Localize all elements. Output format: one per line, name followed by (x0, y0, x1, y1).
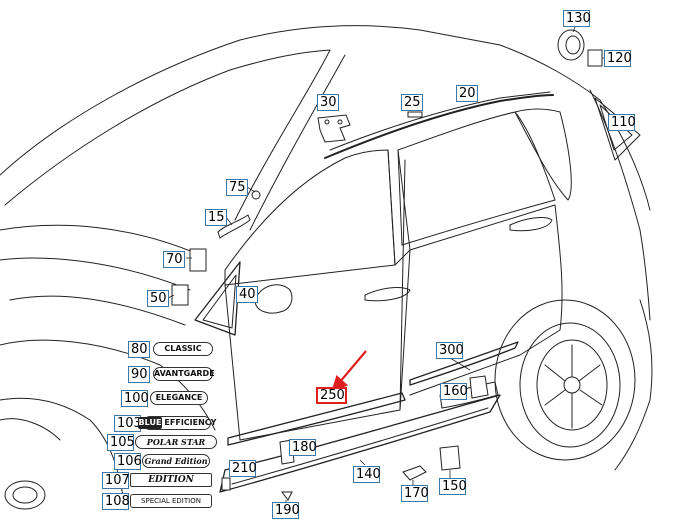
rear-wheel-hub (563, 376, 581, 394)
front-door-outline (224, 159, 406, 441)
part-75-screw (251, 190, 261, 200)
rear-small-window (514, 108, 572, 201)
rear-bumper (614, 299, 653, 471)
rear-wheel-rim (536, 339, 608, 431)
badge-polar-star: POLAR STAR (135, 435, 217, 449)
roof-rear (499, 44, 651, 211)
part-120-clip (587, 49, 603, 67)
badge-blue-text: BLUE (137, 417, 163, 429)
label-80[interactable]: 80 (128, 341, 150, 358)
label-250[interactable]: 250 (316, 387, 347, 404)
rear-door-window (397, 111, 556, 246)
label-108[interactable]: 108 (102, 493, 130, 510)
part-190-screw (281, 491, 293, 501)
a-pillar (234, 49, 331, 221)
badge-blue-efficiency: BLUE EFFICIENCY (137, 416, 216, 430)
fog-lamp (4, 480, 46, 510)
front-door-handle (364, 287, 411, 302)
badge-classic: CLASSIC (153, 342, 213, 356)
rear-wheel-arch (494, 299, 636, 461)
hood-line (0, 224, 201, 256)
label-40[interactable]: 40 (236, 286, 258, 303)
windshield-inner (4, 49, 331, 206)
fog-lamp-inner (12, 486, 38, 504)
roof-rail (324, 94, 554, 159)
label-107[interactable]: 107 (102, 472, 130, 489)
label-25[interactable]: 25 (401, 94, 423, 111)
front-door-window (224, 149, 396, 286)
part-30-hole-1 (324, 119, 330, 125)
highlight-arrow-line (338, 350, 367, 384)
label-20[interactable]: 20 (456, 85, 478, 102)
trim-250 (227, 392, 406, 446)
leader-50 (167, 294, 175, 299)
label-100[interactable]: 100 (121, 390, 149, 407)
label-70[interactable]: 70 (163, 251, 185, 268)
label-130[interactable]: 130 (563, 10, 591, 27)
label-180[interactable]: 180 (289, 439, 317, 456)
badge-grand-edition: Grand Edition (142, 454, 210, 468)
label-30[interactable]: 30 (317, 94, 339, 111)
a-pillar-trim-inner (202, 274, 237, 329)
label-300[interactable]: 300 (436, 342, 464, 359)
part-210-plate (221, 477, 231, 491)
part-30-bracket (317, 114, 351, 143)
part-160-flap (469, 375, 489, 399)
rear-wheel-tire (519, 322, 621, 448)
badge-elegance: ELEGANCE (150, 391, 208, 405)
part-30-hole-2 (337, 119, 343, 125)
sill-140-inner (231, 407, 489, 485)
leader-140 (359, 459, 366, 466)
label-150[interactable]: 150 (439, 478, 467, 495)
label-90[interactable]: 90 (128, 366, 150, 383)
windshield-outline (0, 25, 501, 176)
label-15[interactable]: 15 (205, 209, 227, 226)
trim-300 (409, 341, 519, 386)
part-150-clip (439, 445, 461, 471)
label-170[interactable]: 170 (401, 485, 429, 502)
label-106[interactable]: 106 (114, 453, 142, 470)
label-190[interactable]: 190 (272, 502, 300, 519)
hood-crease (9, 295, 186, 326)
part-15-emblem (217, 214, 251, 239)
badge-special-edition: SPECIAL EDITION (130, 494, 212, 508)
label-140[interactable]: 140 (353, 466, 381, 483)
label-50[interactable]: 50 (147, 290, 169, 307)
rear-door-handle (509, 217, 553, 232)
label-105[interactable]: 105 (107, 434, 135, 451)
part-50-clip (171, 284, 189, 306)
part-130-grommet-inner (565, 35, 581, 55)
headlight (0, 418, 61, 441)
part-170-piece (402, 465, 427, 481)
part-70-clip (189, 248, 207, 272)
badge-avantgarde: AVANTGARDE (153, 367, 215, 381)
leader-15 (225, 216, 233, 226)
label-210[interactable]: 210 (229, 460, 257, 477)
b-pillar (387, 149, 411, 266)
roof-line (329, 91, 551, 151)
label-75[interactable]: 75 (226, 179, 248, 196)
badge-efficiency-text: EFFICIENCY (164, 418, 217, 427)
leader-300 (449, 357, 471, 371)
label-160[interactable]: 160 (440, 383, 468, 400)
a-pillar-inner (249, 54, 346, 231)
side-mirror (254, 284, 293, 314)
label-120[interactable]: 120 (604, 50, 632, 67)
rear-door-outline (399, 204, 563, 411)
part-25-clip (407, 111, 423, 118)
rear-hatch (589, 89, 651, 321)
leader-130 (572, 26, 576, 33)
leader-75 (246, 186, 256, 193)
label-103[interactable]: 103 (114, 415, 142, 432)
badge-edition: EDITION (130, 473, 212, 487)
rear-wheel-spokes (544, 344, 603, 429)
hood-line-2 (0, 257, 191, 291)
label-110[interactable]: 110 (608, 114, 636, 131)
